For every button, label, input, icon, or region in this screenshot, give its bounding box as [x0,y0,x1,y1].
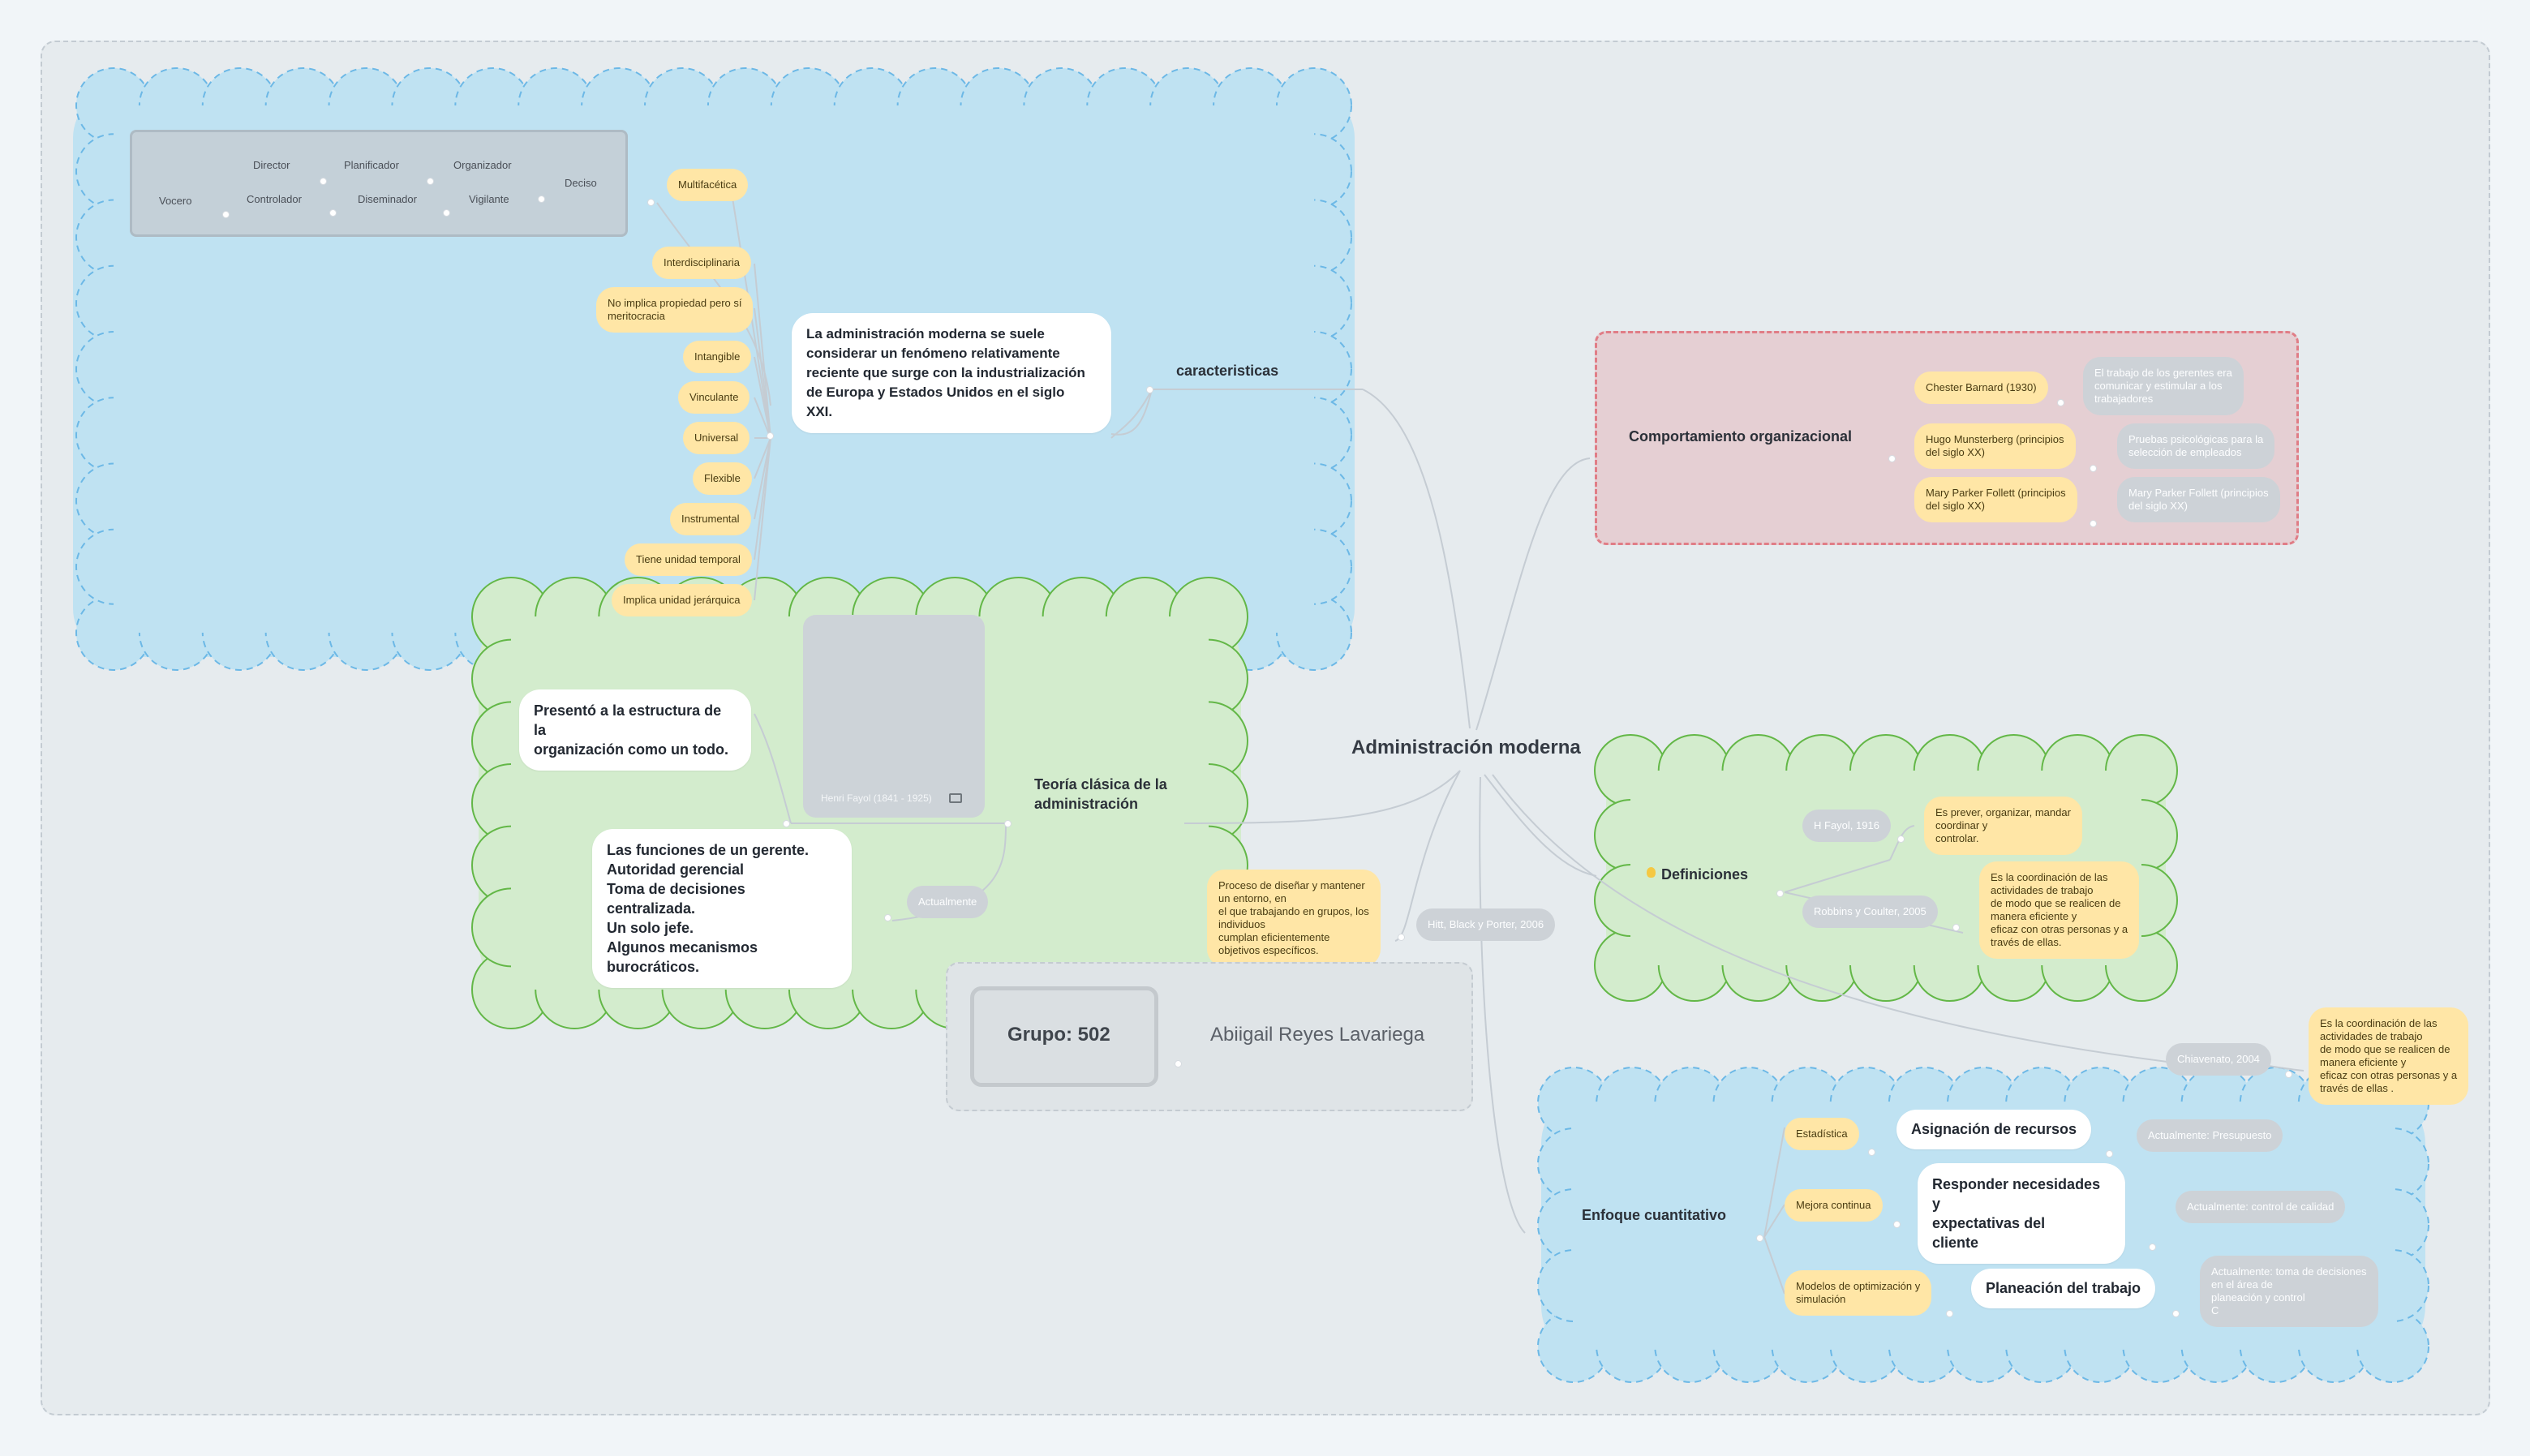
connector-dot[interactable] [2149,1243,2156,1251]
trait-universal[interactable]: Universal [683,422,750,454]
connector-dot[interactable] [1776,890,1784,897]
cloud-definiciones[interactable] [1594,734,2178,1002]
role-controlador[interactable]: Controlador [247,193,302,205]
role-vigilante[interactable]: Vigilante [469,193,509,205]
connector-dot[interactable] [1146,386,1153,393]
definition-robbins[interactable]: Es la coordinación de las actividades de… [1979,861,2140,959]
connector-dot[interactable] [2106,1150,2113,1157]
connector-dot[interactable] [2172,1310,2180,1317]
method-mejora-continua[interactable]: Mejora continua [1785,1189,1883,1222]
connector-dot[interactable] [427,178,434,185]
role-organizador[interactable]: Organizador [453,159,512,171]
author-follett[interactable]: Mary Parker Follett (principios del sigl… [1914,477,2077,522]
lightbulb-icon [1647,867,1656,878]
comportamiento-label[interactable]: Comportamiento organizacional [1629,428,1853,445]
connector-dot[interactable] [1952,924,1960,931]
central-title[interactable]: Administración moderna [1351,737,1581,758]
connector-dot[interactable] [1946,1310,1953,1317]
connector-dot[interactable] [884,914,891,921]
connector-dot[interactable] [2285,1071,2292,1078]
connector-dot[interactable] [647,199,655,206]
teoria-actualmente[interactable]: Actualmente [907,886,989,918]
trait-meritocracia[interactable]: No implica propiedad pero sí meritocraci… [596,287,754,333]
trait-flexible[interactable]: Flexible [693,462,752,495]
source-robbins[interactable]: Robbins y Coulter, 2005 [1802,896,1938,928]
connector-dot[interactable] [1398,934,1405,941]
definition-hitt[interactable]: Proceso de diseñar y mantener un entorno… [1207,870,1381,967]
role-vocero[interactable]: Vocero [159,195,192,207]
method-estadistica[interactable]: Estadística [1785,1118,1859,1150]
connector-dot[interactable] [222,211,230,218]
trait-unidad-jerarquica[interactable]: Implica unidad jerárquica [612,584,752,616]
author-munsterberg[interactable]: Hugo Munsterberg (principios del siglo X… [1914,423,2076,469]
trait-instrumental[interactable]: Instrumental [670,503,751,535]
trait-intangible[interactable]: Intangible [683,341,752,373]
goal-responder[interactable]: Responder necesidades y expectativas del… [1918,1163,2125,1264]
fayol-image-caption: Henri Fayol (1841 - 1925) [821,792,932,804]
connector-dot[interactable] [1893,1221,1901,1228]
image-icon[interactable] [949,793,962,803]
definition-chiavenato[interactable]: Es la coordinación de las actividades de… [2309,1007,2469,1105]
trait-multifacetica[interactable]: Multifacética [667,169,749,201]
source-hitt[interactable]: Hitt, Black y Porter, 2006 [1416,908,1556,941]
connector-dot[interactable] [320,178,327,185]
connector-dot[interactable] [329,209,337,217]
connector-dot[interactable] [1175,1060,1182,1067]
current-calidad[interactable]: Actualmente: control de calidad [2176,1191,2346,1223]
connector-dot[interactable] [1004,820,1012,827]
definition-fayol[interactable]: Es prever, organizar, mandar coordinar y… [1924,797,2082,855]
source-chiavenato[interactable]: Chiavenato, 2004 [2166,1043,2271,1076]
goal-planeacion[interactable]: Planeación del trabajo [1971,1269,2156,1308]
trait-unidad-temporal[interactable]: Tiene unidad temporal [625,543,752,576]
grupo-author[interactable]: Abiigail Reyes Lavariega [1210,1024,1425,1046]
role-diseminador[interactable]: Diseminador [358,193,417,205]
role-director[interactable]: Director [253,159,290,171]
note-barnard[interactable]: El trabajo de los gerentes era comunicar… [2083,357,2244,415]
connector-dot[interactable] [1868,1149,1875,1156]
connector-dot[interactable] [443,209,450,217]
definiciones-label[interactable]: Definiciones [1661,866,1749,883]
grupo-label[interactable]: Grupo: 502 [1007,1024,1110,1046]
role-planificador[interactable]: Planificador [344,159,399,171]
roles-box[interactable] [130,130,628,237]
connector-dot[interactable] [783,820,790,827]
fayol-image-card[interactable] [803,615,985,818]
author-barnard[interactable]: Chester Barnard (1930) [1914,372,2048,404]
grupo-label-frame[interactable] [970,986,1158,1087]
connector-dot[interactable] [2090,520,2097,527]
connector-dot[interactable] [1756,1235,1763,1242]
teoria-presento[interactable]: Presentó a la estructura de la organizac… [519,689,751,771]
goal-asignacion[interactable]: Asignación de recursos [1896,1110,2092,1149]
role-deciso[interactable]: Deciso [565,177,597,189]
connector-dot[interactable] [1888,455,1896,462]
connector-dot[interactable] [2057,399,2064,406]
enfoque-label[interactable]: Enfoque cuantitativo [1582,1207,1727,1223]
current-presupuesto[interactable]: Actualmente: Presupuesto [2137,1119,2283,1152]
method-modelos[interactable]: Modelos de optimización y simulación [1785,1270,1932,1316]
teoria-label[interactable]: Teoría clásica de la administración [1034,776,1167,812]
note-munsterberg[interactable]: Pruebas psicológicas para la selección d… [2117,423,2275,469]
connector-dot[interactable] [2090,465,2097,472]
teoria-funciones[interactable]: Las funciones de un gerente. Autoridad g… [592,829,852,988]
trait-vinculante[interactable]: Vinculante [678,381,750,414]
source-fayol[interactable]: H Fayol, 1916 [1802,810,1891,842]
caracteristicas-label[interactable]: caracteristicas [1176,363,1279,379]
current-decisiones[interactable]: Actualmente: toma de decisiones en el ár… [2200,1256,2378,1327]
note-follett[interactable]: Mary Parker Follett (principios del sigl… [2117,477,2280,522]
caracteristicas-description[interactable]: La administración moderna se suele consi… [792,313,1111,433]
connector-dot[interactable] [1897,835,1905,843]
connector-dot[interactable] [538,195,545,203]
connector-dot[interactable] [767,432,774,440]
trait-interdisciplinaria[interactable]: Interdisciplinaria [652,247,751,279]
